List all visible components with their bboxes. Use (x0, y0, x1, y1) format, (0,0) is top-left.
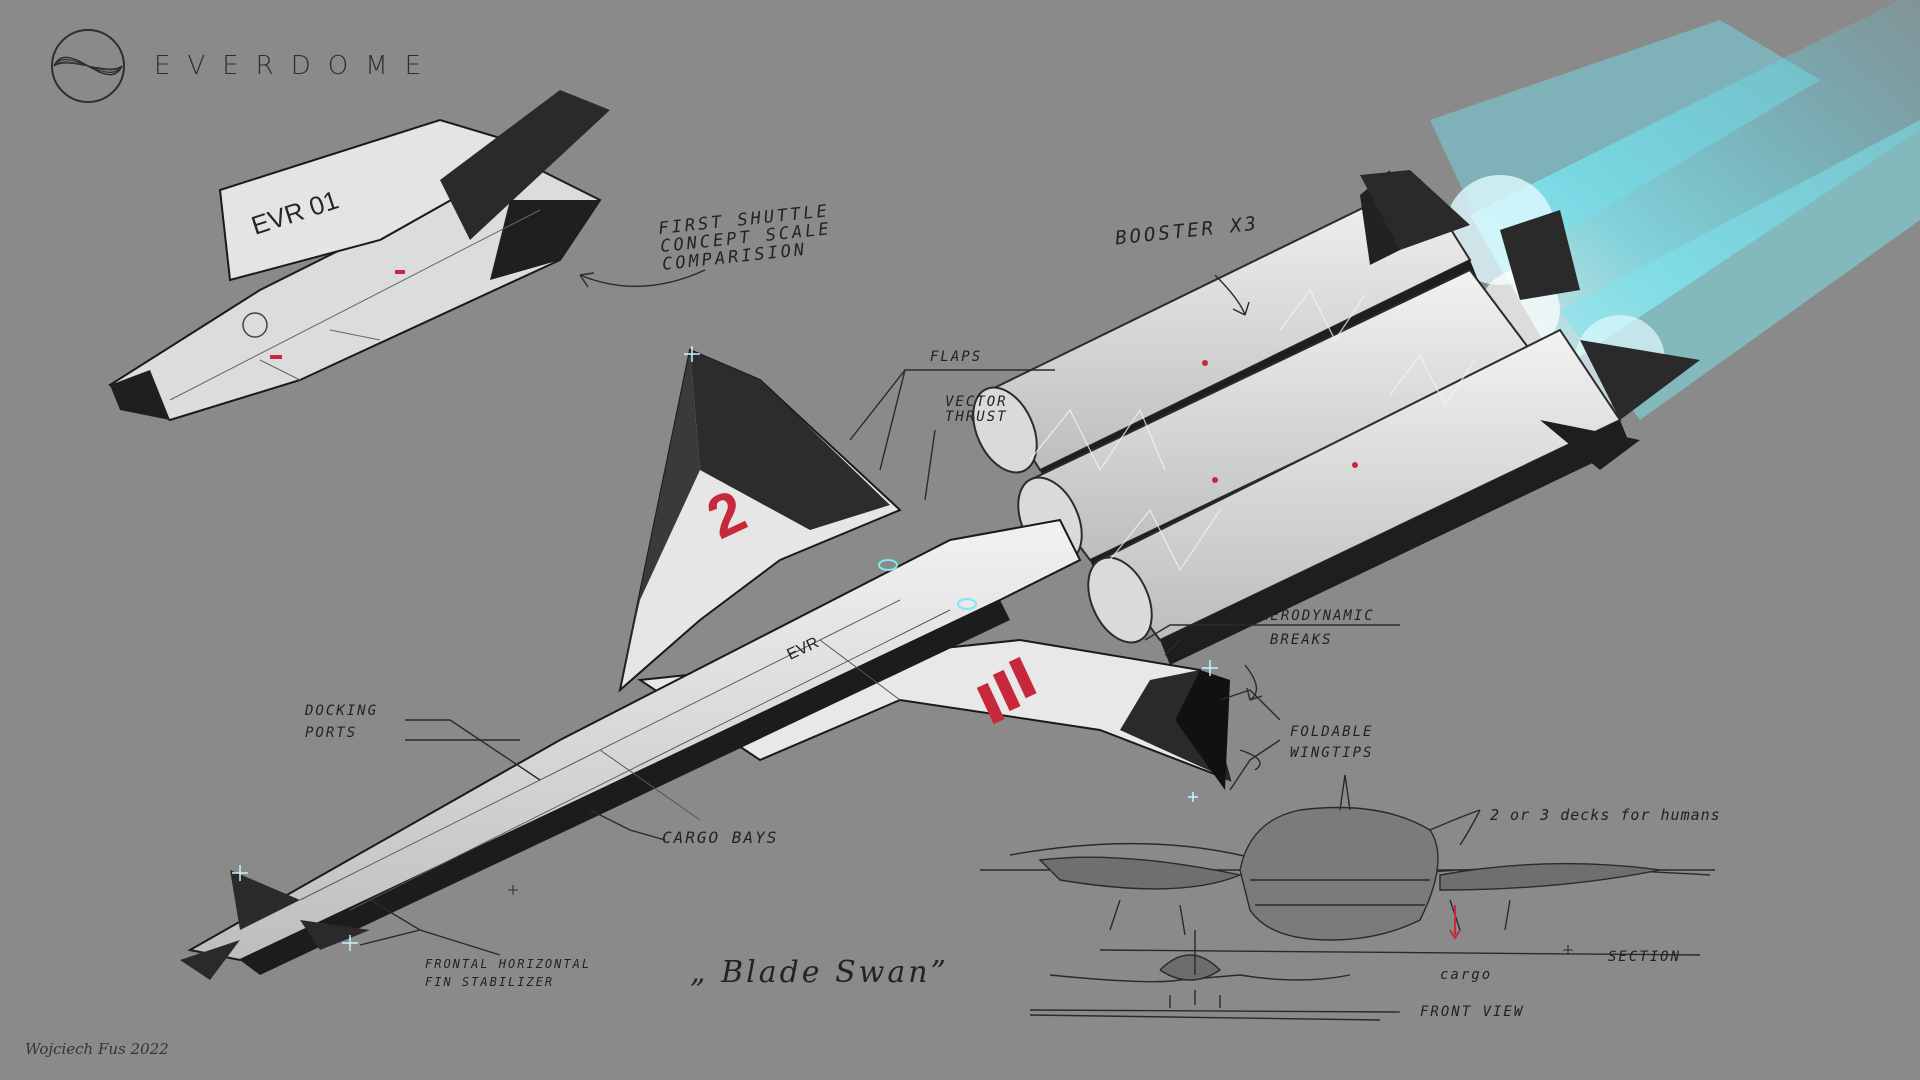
everdome-globe-icon (51, 29, 125, 103)
artist-signature: Wojciech Fus 2022 (25, 1040, 169, 1058)
booster-3 (1087, 328, 1630, 665)
note-vector-thrust: VECTOR THRUST (945, 394, 1008, 425)
note-section: SECTION (1608, 949, 1682, 965)
note-cargo-bays: CARGO BAYS (662, 828, 779, 847)
boosters (972, 170, 1700, 665)
ship-wing-marking (976, 656, 1037, 725)
leader-lines (359, 269, 1400, 956)
note-decks: 2 or 3 decks for humans (1490, 806, 1721, 824)
brand-logo: EVERDOME (48, 26, 438, 106)
note-aerodynamic-breaks: AERODYNAMIC BREAKS (1260, 608, 1375, 648)
concept-title: „ Blade Swan” (690, 955, 949, 990)
note-cargo: cargo (1440, 967, 1493, 983)
main-ship: 2 EVR (180, 346, 1232, 980)
thruster-plume (1430, 0, 1920, 420)
note-frontal-stabilizer: FRONTAL HORIZONTAL FIN STABILIZER (425, 957, 592, 989)
note-flaps: FLAPS (930, 349, 983, 365)
section-sketch (508, 774, 1715, 1021)
note-front-view: FRONT VIEW (1420, 1004, 1525, 1020)
note-docking-ports: DOCKING PORTS (305, 703, 379, 742)
brand-wordmark: EVERDOME (154, 51, 439, 81)
navigation-lights (232, 346, 1218, 951)
note-foldable-wingtips: FOLDABLE WINGTIPS (1290, 724, 1374, 761)
first-shuttle: EVR 01 (108, 90, 610, 422)
